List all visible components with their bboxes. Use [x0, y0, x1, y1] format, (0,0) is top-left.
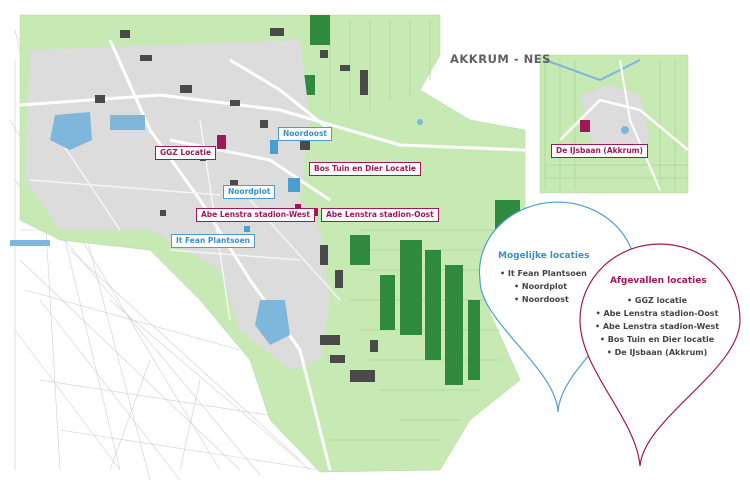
- rejected-locations-title: Afgevallen locaties: [610, 276, 707, 286]
- list-item: Bos Tuin en Dier locatie: [592, 333, 722, 346]
- list-item: Abe Lenstra stadion-West: [592, 320, 722, 333]
- possible-locations-title: Mogelijke locaties: [498, 251, 590, 261]
- inset-title: AKKRUM - NES: [450, 52, 551, 66]
- label-abe-lenstra-oost: Abe Lenstra stadion-Oost: [321, 208, 439, 222]
- list-item: It Fean Plantsoen: [500, 267, 587, 280]
- ijsbaan-marker: [580, 120, 590, 132]
- possible-locations-list: It Fean Plantsoen Noordplot Noordoost: [500, 267, 587, 306]
- list-item: Noordoost: [500, 293, 587, 306]
- label-ggz-locatie: GGZ Locatie: [155, 146, 217, 160]
- label-ijsbaan-akkrum: De IJsbaan (Akkrum): [551, 144, 648, 158]
- list-item: Noordplot: [500, 280, 587, 293]
- it-fean-marker: [244, 226, 250, 232]
- water-bodies: [10, 112, 423, 345]
- abe-oost-marker: [312, 208, 318, 216]
- noordoost-marker: [270, 140, 278, 154]
- forest-patches: [300, 15, 520, 385]
- list-item: De IJsbaan (Akkrum): [592, 346, 722, 359]
- label-it-fean-plantsoen: It Fean Plantsoen: [171, 234, 256, 248]
- label-abe-lenstra-west: Abe Lenstra stadion-West: [196, 208, 315, 222]
- label-noordoost: Noordoost: [278, 127, 333, 141]
- list-item: Abe Lenstra stadion-Oost: [592, 307, 722, 320]
- list-item: GGZ locatie: [592, 294, 722, 307]
- building-blocks: [95, 28, 378, 382]
- inset-map: [539, 54, 689, 194]
- label-noordplot: Noordplot: [223, 185, 276, 199]
- noordplot-marker: [288, 178, 300, 192]
- rejected-locations-list: GGZ locatie Abe Lenstra stadion-Oost Abe…: [592, 294, 722, 359]
- ggz-marker: [217, 135, 226, 149]
- label-bos-tuin-en-dier: Bos Tuin en Dier Locatie: [309, 162, 422, 176]
